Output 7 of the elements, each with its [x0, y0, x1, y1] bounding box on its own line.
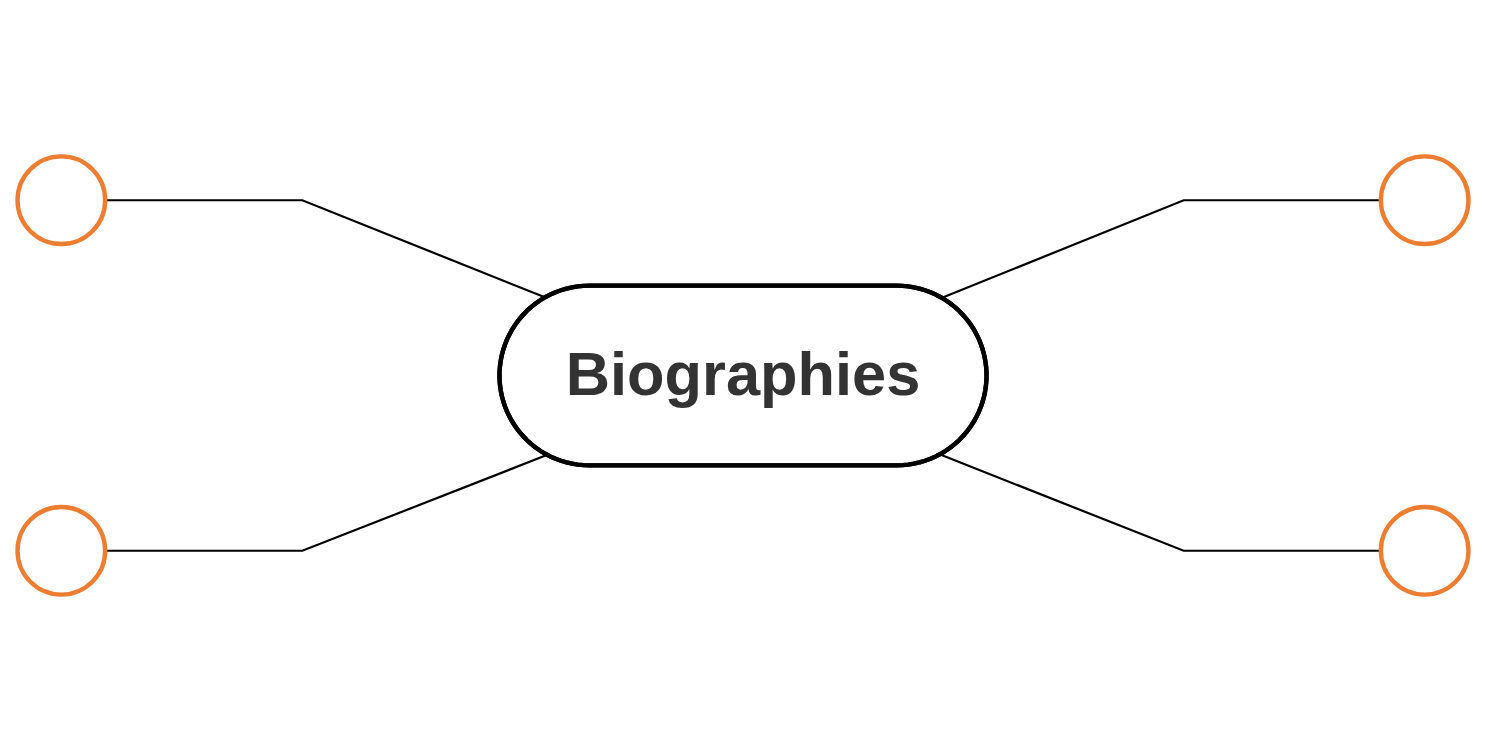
- node-circle: [1378, 504, 1471, 597]
- connector: [105, 454, 548, 552]
- node-circle: [15, 154, 108, 247]
- connector: [941, 454, 1381, 552]
- node-circle: [15, 504, 108, 597]
- connector: [941, 199, 1381, 300]
- node-circle: [1378, 154, 1471, 247]
